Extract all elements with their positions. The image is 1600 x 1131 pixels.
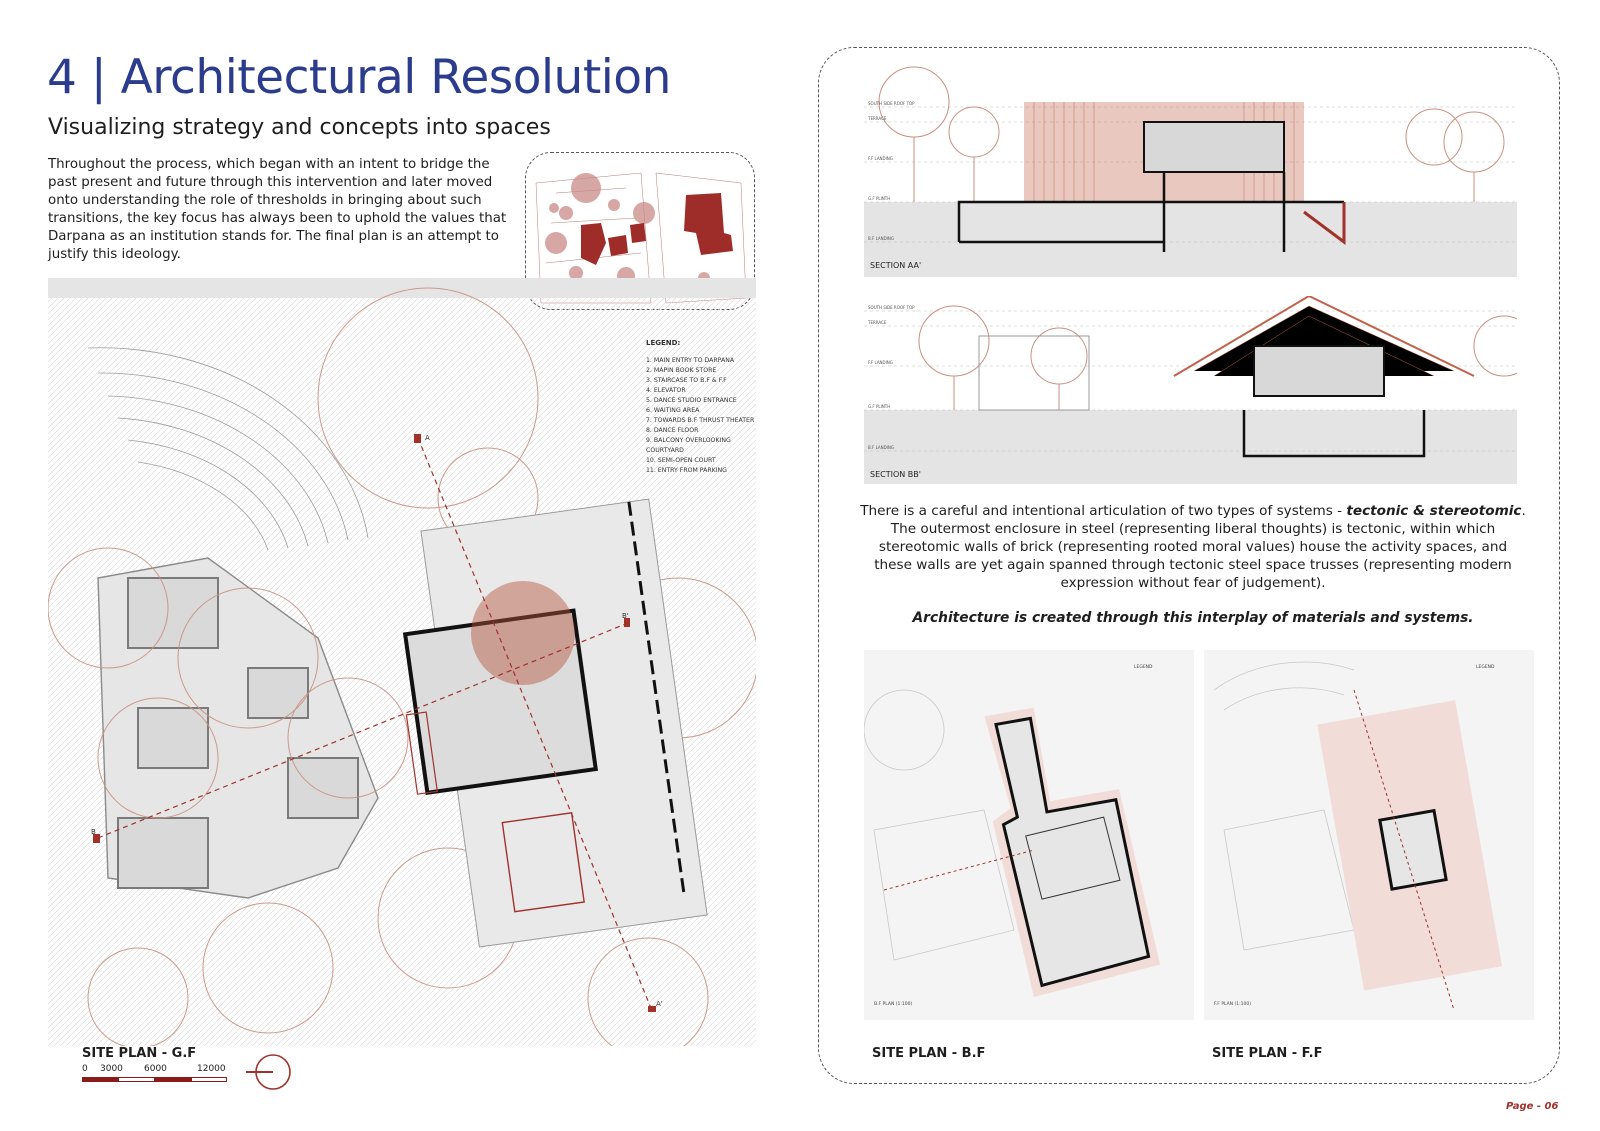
level-label: F.F LANDING xyxy=(868,360,893,365)
scale-label: 12000 xyxy=(197,1064,226,1074)
section-bb-drawing: SECTION BB' SOUTH SIDE ROOF TOP TERRACE … xyxy=(864,296,1517,484)
plan-ff: F.F PLAN (1:100) LEGEND xyxy=(1204,650,1534,1020)
section-marker-a-prime: A' xyxy=(656,1000,663,1008)
level-label: B.F LANDING xyxy=(868,236,894,241)
plan-bf: B.F PLAN (1:100) LEGEND xyxy=(864,650,1194,1020)
legend-item: 5. DANCE STUDIO ENTRANCE xyxy=(646,397,737,404)
right-panel-frame xyxy=(818,47,1560,1084)
level-label: TERRACE xyxy=(867,320,887,325)
systems-text-emphasis: tectonic & stereotomic xyxy=(1346,503,1522,519)
section-bb: SECTION BB' SOUTH SIDE ROOF TOP TERRACE … xyxy=(864,296,1517,484)
section-aa-label: SECTION AA' xyxy=(870,261,921,270)
legend-item: 11. ENTRY FROM PARKING xyxy=(646,467,727,474)
site-plan-legend: LEGEND: 1. MAIN ENTRY TO DARPANA 2. MAPI… xyxy=(646,338,766,476)
section-marker-b-prime: B' xyxy=(622,612,629,620)
legend-item: 8. DANCE FLOOR xyxy=(646,427,699,434)
legend-item: 7. TOWARDS B.F THRUST THEATER xyxy=(646,417,755,424)
plan-bf-legend-title: LEGEND xyxy=(1134,664,1153,670)
legend-item: 3. STAIRCASE TO B.F & F.F xyxy=(646,377,727,384)
legend-item: 4. ELEVATOR xyxy=(646,387,686,394)
level-label: G.F PLINTH xyxy=(868,196,890,201)
page-number: Page - 06 xyxy=(1506,1101,1559,1112)
plan-bf-drawing: B.F PLAN (1:100) LEGEND xyxy=(864,650,1194,1020)
site-plan-gf-drawing: A A' B B' xyxy=(48,278,756,1046)
scale-bar: 0 3000 6000 12000 xyxy=(82,1064,232,1082)
section-marker-a: A xyxy=(425,434,430,442)
page-title: 4 | Architectural Resolution xyxy=(47,50,671,105)
plan-ff-sheet-label: F.F PLAN (1:100) xyxy=(1214,1001,1251,1007)
level-label: SOUTH SIDE ROOF TOP xyxy=(868,305,915,310)
scale-bar-graphic xyxy=(82,1077,227,1082)
level-label: G.F PLINTH xyxy=(868,404,890,409)
scale-label: 3000 xyxy=(100,1064,123,1074)
scale-label: 6000 xyxy=(144,1064,167,1074)
section-bb-label: SECTION BB' xyxy=(870,470,921,479)
key-plan-drawing xyxy=(535,172,747,304)
plan-bf-caption: SITE PLAN - B.F xyxy=(872,1046,986,1061)
systems-paragraph: There is a careful and intentional artic… xyxy=(858,502,1528,592)
legend-item: 2. MAPIN BOOK STORE xyxy=(646,367,717,374)
level-label: SOUTH SIDE ROOF TOP xyxy=(868,101,915,106)
plan-ff-legend-title: LEGEND xyxy=(1476,664,1495,670)
legend-item: 6. WAITING AREA xyxy=(646,407,700,414)
level-label: F.F LANDING xyxy=(868,156,893,161)
plan-ff-drawing: F.F PLAN (1:100) LEGEND xyxy=(1204,650,1534,1020)
page-subtitle: Visualizing strategy and concepts into s… xyxy=(48,115,551,140)
site-plan-gf-caption: SITE PLAN - G.F xyxy=(82,1046,197,1061)
section-marker-b: B xyxy=(91,828,96,836)
scale-label: 0 xyxy=(82,1064,88,1074)
section-aa: SECTION AA' SOUTH SIDE ROOF TOP TERRACE … xyxy=(864,62,1517,277)
legend-item: 10. SEMI-OPEN COURT xyxy=(646,457,716,464)
legend-item: 9. BALCONY OVERLOOKING COURTYARD xyxy=(646,437,731,454)
systems-text-part: There is a careful and intentional artic… xyxy=(860,503,1347,519)
section-aa-drawing: SECTION AA' SOUTH SIDE ROOF TOP TERRACE … xyxy=(864,66,1517,277)
legend-item: 1. MAIN ENTRY TO DARPANA xyxy=(646,357,735,364)
level-label: B.F LANDING xyxy=(868,445,894,450)
intro-paragraph: Throughout the process, which began with… xyxy=(48,157,507,262)
level-label: TERRACE xyxy=(867,116,887,121)
plan-bf-sheet-label: B.F PLAN (1:100) xyxy=(874,1001,912,1007)
legend-title: LEGEND: xyxy=(646,339,681,347)
systems-text-part: . The outermost enclosure in steel (repr… xyxy=(874,503,1526,591)
north-arrow-icon xyxy=(246,1054,291,1090)
tagline: Architecture is created through this int… xyxy=(912,610,1474,626)
site-plan-gf: A A' B B' xyxy=(48,278,756,1046)
plan-ff-caption: SITE PLAN - F.F xyxy=(1212,1046,1323,1061)
